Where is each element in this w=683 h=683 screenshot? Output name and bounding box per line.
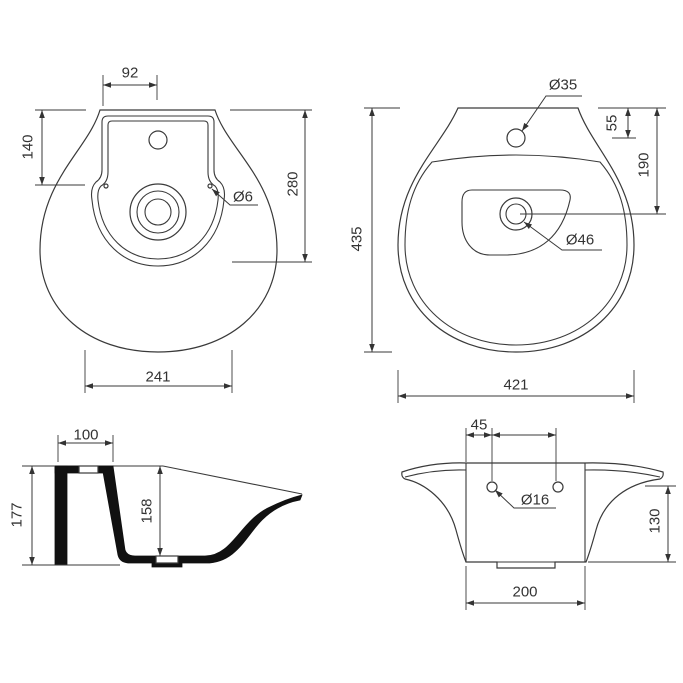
dim-158-label: 158 — [139, 498, 156, 523]
drain-leader — [523, 221, 602, 251]
dim-177-label: 177 — [9, 502, 26, 527]
front-right-rim-line — [584, 469, 661, 478]
back-view: 92 140 280 Ø6 241 — [20, 65, 312, 393]
hole-6-leader — [211, 188, 258, 206]
section-drain-opening — [155, 555, 179, 564]
dim-140-label: 140 — [20, 134, 37, 159]
section-bowl-profile — [102, 465, 303, 568]
top-view-bowl-outline — [404, 154, 628, 346]
front-hole-right — [552, 481, 564, 493]
dim-280-label: 280 — [285, 171, 302, 196]
front-left-rim-line — [404, 469, 467, 478]
section-rim-line — [162, 465, 303, 495]
fixing-hole-left — [103, 183, 109, 189]
fixing-hole-right — [207, 183, 213, 189]
front-view: 45 Ø16 130 200 — [401, 417, 676, 610]
dim-100-label: 100 — [73, 427, 98, 444]
back-drain-inner — [144, 198, 172, 226]
front-hole-left — [486, 481, 498, 493]
hole-16-leader — [494, 489, 556, 509]
back-drain-outer — [129, 183, 187, 241]
drain-label: Ø46 — [566, 232, 594, 249]
dim-130-label: 130 — [647, 508, 664, 533]
tap-hole-leader — [521, 95, 582, 132]
tap-hole — [506, 128, 526, 148]
dim-92-label: 92 — [122, 65, 139, 82]
top-view: Ø35 55 190 Ø46 435 421 — [349, 77, 666, 403]
top-view-drain-recess — [461, 189, 571, 256]
dim-421-label: 421 — [503, 377, 528, 394]
hole-6-label: Ø6 — [233, 189, 253, 206]
dim-190-label: 190 — [636, 152, 653, 177]
hole-16-label: Ø16 — [521, 492, 549, 509]
back-tap-hole — [148, 130, 168, 150]
dim-200-label: 200 — [512, 584, 537, 601]
mounting-plate-inner — [97, 120, 219, 260]
front-view-outline — [401, 462, 664, 569]
section-back-wall — [54, 465, 68, 566]
mounting-plate-outer — [90, 115, 226, 267]
dim-435-label: 435 — [349, 226, 366, 251]
side-section-view: 100 177 158 — [9, 427, 303, 568]
dim-45-label: 45 — [471, 417, 488, 434]
back-drain-middle — [136, 190, 180, 234]
dim-241-label: 241 — [145, 369, 170, 386]
dim-55-label: 55 — [604, 115, 621, 132]
tap-hole-label: Ø35 — [549, 77, 577, 94]
section-flange-opening — [78, 465, 99, 474]
